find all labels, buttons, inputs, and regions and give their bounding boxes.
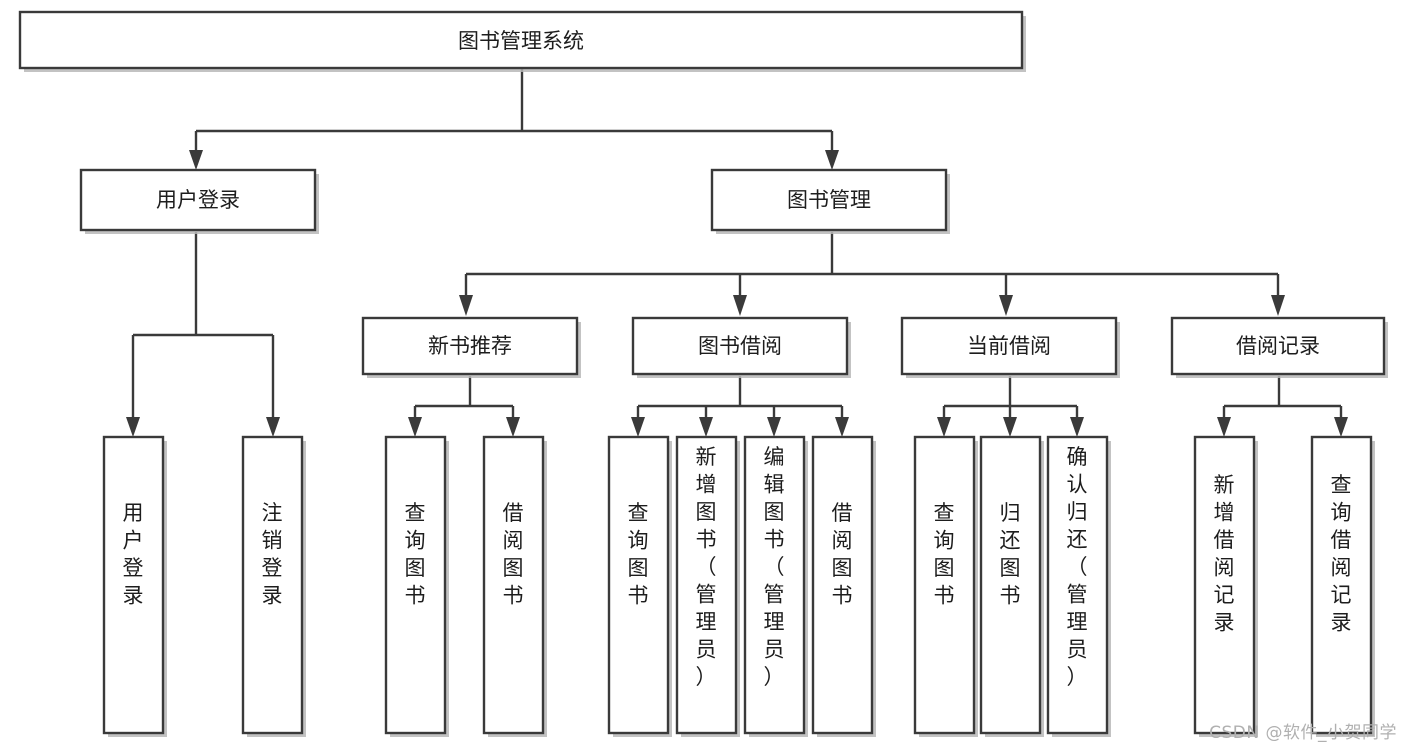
node-leaf-borrow-book-2-box [811,435,874,735]
node-leaf-query-record-box [1310,435,1373,735]
node-leaf-add-record-box [1193,435,1256,735]
arrowhead-new-book-rec [459,295,473,316]
node-borrow-record-box [1170,316,1386,376]
node-leaf-query-book-3[interactable]: 查询图书 [913,435,978,737]
node-leaf-user-login-box [102,435,165,735]
node-leaf-query-book-2-label: 查询图书 [628,501,649,608]
csdn-watermark: CSDN @软件_小贺同学 [1209,723,1397,743]
node-book-borrow-box [631,316,849,376]
node-root-label: 图书管理系统 [458,29,584,53]
node-new-book-rec-label: 新书推荐 [428,334,512,358]
node-leaf-add-record-label: 新增借阅记录 [1214,473,1235,635]
node-leaf-user-login-label: 用户登录 [123,501,144,608]
node-leaf-query-book-3-label: 查询图书 [934,501,955,608]
node-root[interactable]: 图书管理系统 [18,10,1026,72]
node-leaf-confirm-return-label: 确认归还（管理员） [1067,445,1088,689]
node-leaf-query-book-2[interactable]: 查询图书 [607,435,672,737]
node-leaf-user-login[interactable]: 用户登录 [102,435,167,737]
node-leaf-add-book-label: 新增图书（管理员） [696,445,717,689]
arrowhead-leaf-edit-book [767,417,781,437]
arrowhead-book-borrow [733,295,747,316]
arrowhead-user-login [189,150,203,170]
node-leaf-edit-book-box [743,435,806,735]
arrowhead-current-borrow [999,295,1013,316]
node-leaf-query-book-1-box [384,435,447,735]
node-leaf-borrow-book-2[interactable]: 借阅图书 [811,435,876,737]
arrowhead-leaf-borrow-book-2 [835,417,849,437]
node-leaf-logout-label: 注销登录 [262,501,283,608]
node-borrow-record-label: 借阅记录 [1236,334,1320,358]
edge-layer [126,68,1348,437]
node-leaf-confirm-return[interactable]: 确认归还（管理员） [1046,435,1111,737]
node-book-borrow-label: 图书借阅 [698,334,782,358]
arrowhead-leaf-user-login [126,417,140,437]
arrowhead-leaf-query-book-2 [631,417,645,437]
node-leaf-query-book-1-label: 查询图书 [405,501,426,608]
node-user-login[interactable]: 用户登录 [79,168,319,234]
arrowhead-leaf-logout [266,417,280,437]
node-leaf-return-book[interactable]: 归还图书 [979,435,1044,737]
node-user-login-label: 用户登录 [156,188,240,212]
node-leaf-borrow-book-2-label: 借阅图书 [832,501,853,608]
arrowhead-leaf-return-book [1003,417,1017,437]
node-leaf-add-book-box [675,435,738,735]
node-borrow-record[interactable]: 借阅记录 [1170,316,1388,378]
node-leaf-confirm-return-box [1046,435,1109,735]
node-leaf-borrow-book-1-label: 借阅图书 [503,501,524,608]
node-book-manage-box [710,168,948,232]
node-current-borrow-box [900,316,1118,376]
arrowhead-leaf-add-record [1217,417,1231,437]
node-book-manage[interactable]: 图书管理 [710,168,950,234]
node-leaf-add-record[interactable]: 新增借阅记录 [1193,435,1258,737]
node-leaf-borrow-book-1[interactable]: 借阅图书 [482,435,547,737]
arrowhead-leaf-query-book-3 [937,417,951,437]
arrowhead-leaf-add-book [699,417,713,437]
node-leaf-query-record-label: 查询借阅记录 [1331,473,1352,635]
node-leaf-query-book-3-box [913,435,976,735]
node-root-box [18,10,1024,70]
node-new-book-rec-box [361,316,579,376]
node-leaf-borrow-book-1-box [482,435,545,735]
node-leaf-query-record[interactable]: 查询借阅记录 [1310,435,1375,737]
node-new-book-rec[interactable]: 新书推荐 [361,316,581,378]
node-leaf-edit-book-label: 编辑图书（管理员） [764,445,785,689]
arrowhead-leaf-query-book-1 [408,417,422,437]
node-leaf-add-book[interactable]: 新增图书（管理员） [675,435,740,737]
arrowhead-leaf-borrow-book-1 [506,417,520,437]
node-leaf-logout[interactable]: 注销登录 [241,435,306,737]
node-leaf-logout-box [241,435,304,735]
node-current-borrow[interactable]: 当前借阅 [900,316,1120,378]
node-leaf-edit-book[interactable]: 编辑图书（管理员） [743,435,808,737]
node-leaf-query-book-2-box [607,435,670,735]
node-book-borrow[interactable]: 图书借阅 [631,316,851,378]
node-leaf-query-book-1[interactable]: 查询图书 [384,435,449,737]
node-leaf-return-book-box [979,435,1042,735]
node-current-borrow-label: 当前借阅 [967,334,1051,358]
node-user-login-box [79,168,317,232]
arrowhead-leaf-query-record [1334,417,1348,437]
arrowhead-borrow-record [1271,295,1285,316]
arrowhead-leaf-confirm-return [1070,417,1084,437]
arrowhead-book-manage [825,150,839,170]
node-book-manage-label: 图书管理 [787,188,871,212]
node-leaf-return-book-label: 归还图书 [1000,501,1021,608]
